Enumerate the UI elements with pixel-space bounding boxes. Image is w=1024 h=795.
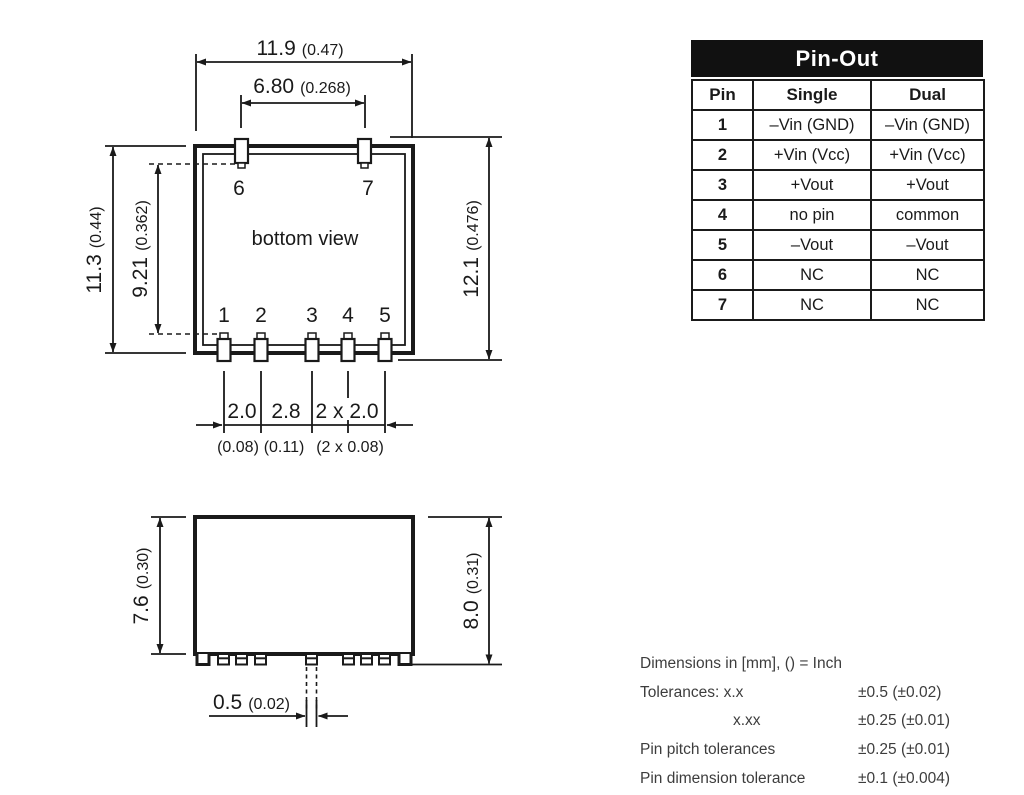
col-header-dual: Dual [870, 79, 985, 111]
dim-pinspan-label: 6.80(0.268) [253, 75, 351, 98]
pinout-row-6: 6 NC NC [691, 259, 985, 291]
dim-pitch-b-label: 2.8 [271, 400, 300, 423]
pin-number: 1 [691, 109, 754, 141]
mechanical-drawing: 6 7 1 2 3 4 5 bottom view 11.9(0.47) 6.8… [83, 37, 502, 727]
single-function: no pin [752, 199, 872, 231]
dual-function: common [870, 199, 985, 231]
dim-height-lines [105, 145, 186, 354]
pin-number: 6 [691, 259, 754, 291]
dim-pitch-a-label: 2.0 [227, 400, 256, 423]
pin-number: 4 [691, 199, 754, 231]
pinout-header-row: Pin Single Dual [691, 79, 985, 111]
tolerance-value: ±0.5 (±0.02) [858, 683, 942, 701]
pin-5-pad [377, 332, 393, 363]
side-pin-stubs [217, 653, 391, 666]
pin-2-label: 2 [255, 304, 267, 327]
pin-3-label: 3 [306, 304, 318, 327]
dim-overall-lines [390, 136, 502, 361]
pinout-row-3: 3 +Vout +Vout [691, 169, 985, 201]
pinout-row-4: 4 no pin common [691, 199, 985, 231]
pin-5-label: 5 [379, 304, 391, 327]
side-view-labels: 7.6(0.30) 8.0(0.31) 0.5(0.02) [130, 548, 483, 715]
dim-body-height-label: 7.6(0.30) [130, 548, 153, 625]
pinout-row-1: 1 –Vin (GND) –Vin (GND) [691, 109, 985, 141]
tolerance-value: ±0.1 (±0.004) [858, 769, 950, 787]
single-function: +Vin (Vcc) [752, 139, 872, 171]
col-header-pin: Pin [691, 79, 754, 111]
package-outline [193, 144, 415, 355]
dim-overall-height-lines [400, 516, 502, 666]
dual-function: –Vin (GND) [870, 109, 985, 141]
dual-function: NC [870, 259, 985, 291]
pinout-table: Pin-Out Pin Single Dual 1 –Vin (GND) –Vi… [691, 40, 985, 321]
tolerance-value: ±0.25 (±0.01) [858, 712, 950, 730]
dim-pitch-c-label: 2 x 2.0 [315, 400, 378, 423]
dim-pitch-c-inch-label: (2 x 0.08) [316, 439, 384, 456]
side-right-foot [397, 654, 413, 666]
pin-dimension-tolerance-note: Pin dimension tolerance ±0.1 (±0.004) [640, 764, 992, 793]
dual-function: NC [870, 289, 985, 321]
side-left-foot [195, 654, 211, 666]
single-function: –Vin (GND) [752, 109, 872, 141]
bottom-view-caption: bottom view [252, 228, 359, 250]
pin-1-pad [216, 332, 232, 363]
dim-width-lines [195, 54, 413, 138]
dim-pinrows-lines [149, 163, 236, 335]
pin-1-label: 1 [218, 304, 230, 327]
dual-function: +Vout [870, 169, 985, 201]
pin-2-pad [253, 332, 269, 363]
tolerance-note-xxx: x.xx ±0.25 (±0.01) [640, 707, 992, 736]
pinout-row-2: 2 +Vin (Vcc) +Vin (Vcc) [691, 139, 985, 171]
tolerance-label: Tolerances: x.x [640, 683, 744, 701]
tolerance-label: Pin pitch tolerances [640, 741, 776, 759]
dual-function: –Vout [870, 229, 985, 261]
pin-7-pad [356, 137, 373, 169]
dim-pitch-a-inch-label: (0.08) [217, 439, 259, 456]
pin-pitch-tolerance-note: Pin pitch tolerances ±0.25 (±0.01) [640, 736, 992, 765]
units-note: Dimensions in [mm], () = Inch [640, 655, 842, 673]
pin-number: 5 [691, 229, 754, 261]
pin-6-label: 6 [233, 177, 245, 200]
tolerance-label: x.xx [733, 712, 761, 730]
pin-number: 7 [691, 289, 754, 321]
package-inner-outline [202, 153, 406, 346]
dim-pitch-lines [196, 371, 413, 433]
pinout-row-7: 7 NC NC [691, 289, 985, 321]
pinout-row-5: 5 –Vout –Vout [691, 229, 985, 261]
pin-number: 3 [691, 169, 754, 201]
tolerance-note-xx: Tolerances: x.x ±0.5 (±0.02) [640, 679, 992, 708]
dim-width-label: 11.9(0.47) [256, 37, 343, 60]
dim-pinspan-lines [240, 95, 366, 128]
pin-4-pad [340, 332, 356, 363]
dim-pinrows-label: 9.21(0.362) [129, 200, 152, 298]
dim-pin-thickness-lines [209, 667, 348, 727]
pinout-grid: Pin Single Dual 1 –Vin (GND) –Vin (GND) … [691, 79, 985, 321]
tolerance-value: ±0.25 (±0.01) [858, 741, 950, 759]
dim-pitch-b-inch-label: (0.11) [264, 439, 305, 456]
dual-function: +Vin (Vcc) [870, 139, 985, 171]
dimension-notes: Dimensions in [mm], () = Inch Tolerances… [640, 650, 992, 793]
dim-height-label: 11.3(0.44) [83, 206, 106, 293]
single-function: NC [752, 289, 872, 321]
dim-body-height-lines [151, 516, 186, 655]
dim-overall-height-label: 8.0(0.31) [460, 553, 483, 630]
pinout-table-title: Pin-Out [691, 40, 983, 77]
tolerance-label: Pin dimension tolerance [640, 769, 806, 787]
side-body-outline [193, 515, 415, 656]
pin-3-pad [304, 332, 320, 363]
pin-6-pad [233, 137, 250, 169]
pin-4-label: 4 [342, 304, 354, 327]
dim-overall-label: 12.1(0.476) [460, 200, 483, 298]
pin-number: 2 [691, 139, 754, 171]
single-function: –Vout [752, 229, 872, 261]
pin-7-label: 7 [362, 177, 374, 200]
bottom-view-drawing: 6 7 1 2 3 4 5 bottom view 11.9(0.47) 6.8… [83, 37, 502, 456]
single-function: +Vout [752, 169, 872, 201]
col-header-single: Single [752, 79, 872, 111]
bottom-view-labels: 6 7 1 2 3 4 5 bottom view 11.9(0.47) 6.8… [83, 37, 483, 456]
single-function: NC [752, 259, 872, 291]
dim-pin-thickness-label: 0.5(0.02) [213, 691, 290, 714]
side-view-drawing: 7.6(0.30) 8.0(0.31) 0.5(0.02) [130, 515, 502, 727]
